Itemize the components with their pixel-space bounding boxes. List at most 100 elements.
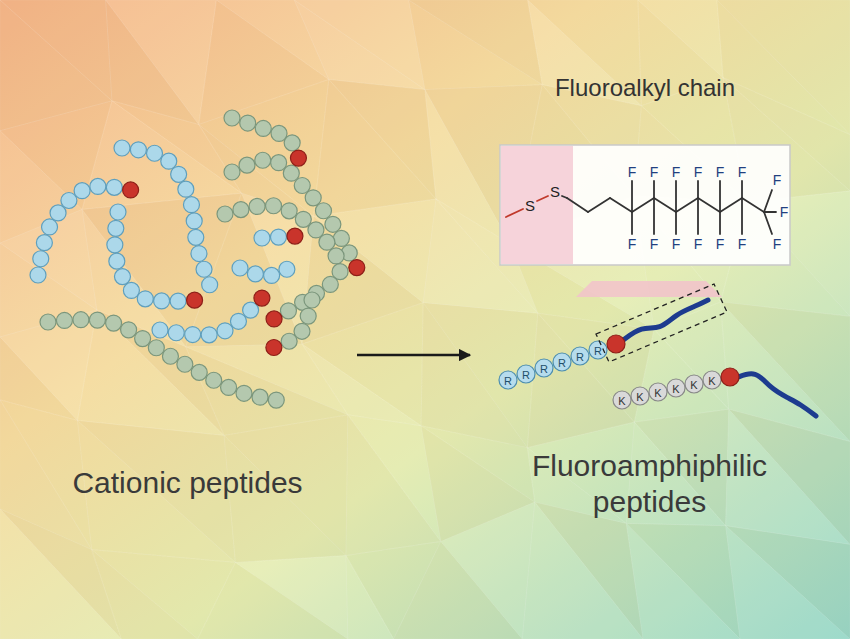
bond-line (697, 181, 699, 198)
amino-acid-bead (315, 203, 331, 219)
amino-acid-bead (187, 292, 203, 308)
amino-acid-bead (287, 228, 303, 244)
amino-acid-bead (185, 327, 201, 343)
amino-acid-bead (123, 282, 139, 298)
amino-acid-bead (255, 152, 271, 168)
amino-acid-bead (325, 216, 341, 232)
arginine-bead (517, 365, 535, 383)
amino-acid-bead (304, 292, 320, 308)
atom-symbol: F (738, 237, 747, 251)
amino-acid-bead (106, 315, 122, 331)
amino-acid-bead (266, 311, 282, 327)
atom-symbol: F (780, 205, 789, 219)
atom-symbol: F (672, 237, 681, 251)
amino-acid-bead (188, 229, 204, 245)
panel-caption: Fluoroamphiphilic peptides (500, 448, 800, 520)
amino-acid-bead (283, 165, 299, 181)
amino-acid-bead (224, 110, 240, 126)
amino-acid-bead (240, 115, 256, 131)
amino-acid-bead (177, 356, 193, 372)
amino-acid-bead (147, 145, 163, 161)
atom-symbol: F (716, 165, 725, 179)
residue-letter: R (576, 351, 584, 362)
texture-facet (0, 243, 97, 337)
atom-symbol: F (628, 165, 637, 179)
arginine-bead (589, 341, 607, 359)
residue-letter: K (672, 383, 679, 394)
atom-symbol: F (650, 165, 659, 179)
bond-line (675, 212, 677, 234)
amino-acid-bead (322, 276, 338, 292)
amino-acid-bead (217, 206, 233, 222)
amino-acid-bead (89, 312, 105, 328)
atom-symbol: F (694, 165, 703, 179)
amino-acid-bead (154, 293, 170, 309)
atom-symbol: F (628, 237, 637, 251)
residue-letter: R (504, 375, 512, 386)
cysteine-bead (607, 335, 625, 353)
amino-acid-bead (300, 308, 316, 324)
residue-letter: K (654, 387, 661, 398)
texture-facet (726, 526, 850, 639)
amino-acid-bead (42, 219, 58, 235)
residue-letter: K (636, 391, 643, 402)
amino-acid-bead (106, 179, 122, 195)
amino-acid-bead (255, 120, 271, 136)
amino-acid-bead (233, 202, 249, 218)
amino-acid-bead (202, 277, 218, 293)
bond-line (719, 212, 721, 234)
process-arrow (357, 354, 470, 357)
amino-acid-bead (268, 392, 284, 408)
atom-symbol: F (738, 165, 747, 179)
texture-facet (726, 526, 850, 639)
texture-facet (302, 303, 423, 426)
bond-line (676, 198, 698, 212)
amino-acid-bead (171, 166, 187, 182)
bond-line (610, 198, 632, 212)
cysteine-bead (721, 368, 739, 386)
amino-acid-bead (61, 192, 77, 208)
bond-line (720, 198, 742, 212)
bond-line (741, 198, 743, 234)
amino-acid-bead (290, 150, 306, 166)
amino-acid-bead (349, 260, 365, 276)
atom-symbol: F (694, 237, 703, 251)
amino-acid-bead (123, 182, 139, 198)
amino-acid-bead (280, 303, 296, 319)
amino-acid-bead (137, 291, 153, 307)
texture-facet (294, 0, 425, 90)
bond-line (632, 198, 654, 212)
bond-line (741, 181, 743, 198)
bond-line (675, 181, 677, 212)
texture-facet (77, 310, 224, 435)
amino-acid-bead (183, 197, 199, 213)
texture-facet (626, 523, 740, 639)
amino-acid-bead (264, 267, 280, 283)
amino-acid-bead (328, 248, 344, 264)
lysine-bead (667, 379, 685, 397)
bond-line (742, 198, 764, 212)
residue-letter: R (594, 345, 602, 356)
atom-symbol: F (773, 173, 782, 187)
bond-line (697, 198, 699, 234)
residue-letter: K (618, 395, 625, 406)
amino-acid-bead (224, 164, 240, 180)
lysine-bead (613, 391, 631, 409)
bond-line (653, 198, 655, 234)
amino-acid-bead (281, 333, 297, 349)
texture-facet (302, 344, 421, 426)
bond-line (631, 212, 633, 234)
amino-acid-bead (178, 181, 194, 197)
lysine-bead (631, 387, 649, 405)
residue-letter: R (540, 363, 548, 374)
bond-line (764, 211, 776, 213)
amino-acid-bead (170, 293, 186, 309)
amino-acid-bead (295, 211, 311, 227)
amino-acid-bead (249, 198, 265, 214)
amino-acid-bead (333, 230, 349, 246)
amino-acid-bead (201, 327, 217, 343)
bond-line (567, 198, 588, 212)
texture-facet (186, 193, 302, 347)
amino-acid-bead (161, 153, 177, 169)
